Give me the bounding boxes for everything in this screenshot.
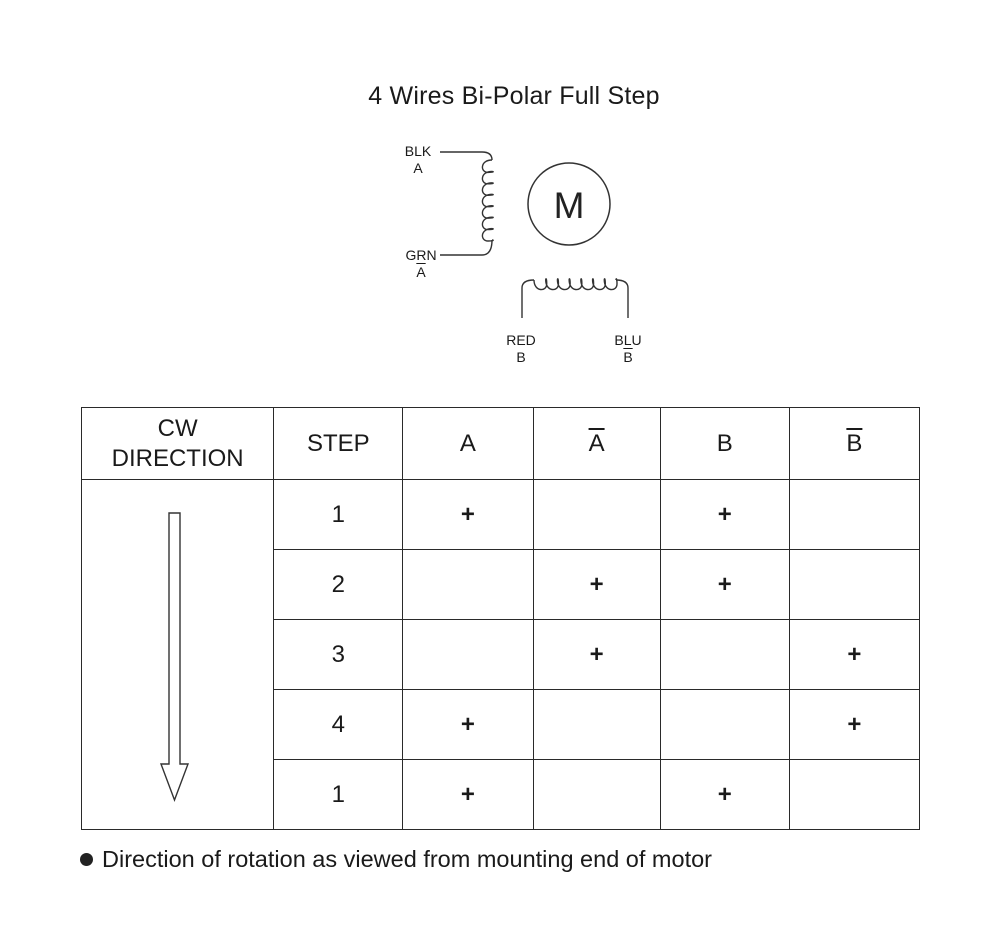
col-a-bar-header: A <box>532 407 661 480</box>
direction-cell <box>80 479 275 830</box>
direction-header: CW DIRECTION <box>80 407 275 480</box>
footnote-text: Direction of rotation as viewed from mou… <box>102 846 712 872</box>
a-bar-cell <box>532 479 661 550</box>
step-header: STEP <box>273 407 404 480</box>
table-row: 1 + + <box>80 479 921 830</box>
a-cell: + <box>402 689 534 760</box>
a-bar-cell <box>532 689 661 760</box>
b-bar-cell <box>788 549 921 620</box>
table-header-row: CW DIRECTION STEP A A B B <box>80 407 921 480</box>
col-b-bar-header: B <box>788 407 921 480</box>
red-label: RED B <box>506 332 536 365</box>
b-bar-cell <box>788 759 921 830</box>
step-cell: 1 <box>273 479 404 550</box>
b-cell: + <box>659 479 790 550</box>
a-bar-cell: + <box>532 619 661 690</box>
blk-label: BLK A <box>404 143 432 176</box>
col-a-header: A <box>402 407 534 480</box>
blu-lead <box>615 279 629 318</box>
table-row: 3 + + <box>82 619 921 690</box>
coil-a-top <box>481 151 493 161</box>
a-cell <box>402 549 534 620</box>
grn-label: GRN A <box>405 247 437 280</box>
a-cell: + <box>402 759 534 830</box>
table-row: 1 + + <box>82 759 921 830</box>
col-b-header: B <box>659 407 790 480</box>
b-cell <box>659 619 790 690</box>
a-bar-cell <box>532 759 661 830</box>
b-cell: + <box>659 759 790 830</box>
step-cell: 2 <box>273 549 404 620</box>
motor-label: M <box>554 185 585 226</box>
b-bar-cell: + <box>788 689 921 760</box>
step-cell: 1 <box>273 759 404 830</box>
bullet-icon <box>80 853 93 866</box>
a-cell <box>402 619 534 690</box>
b-cell: + <box>659 549 790 620</box>
coil-a-winding <box>481 159 494 242</box>
motor-circle <box>527 162 611 246</box>
footnote: Direction of rotation as viewed from mou… <box>80 846 712 873</box>
b-bar-cell: + <box>788 619 921 690</box>
step-cell: 3 <box>273 619 404 690</box>
table-row: 4 + + <box>82 689 921 760</box>
table-row: 2 + + <box>82 549 921 620</box>
step-cell: 4 <box>273 689 404 760</box>
b-cell <box>659 689 790 760</box>
a-cell: + <box>402 479 534 550</box>
step-sequence-table: CW DIRECTION STEP A A B B 1 + + 2 + + 3 … <box>80 407 921 830</box>
diagram-title: 4 Wires Bi-Polar Full Step <box>368 82 660 110</box>
red-lead <box>521 279 535 318</box>
coil-b-winding <box>533 278 618 291</box>
a-bar-cell: + <box>532 549 661 620</box>
b-bar-cell <box>788 479 921 550</box>
coil-a-bottom <box>481 239 493 256</box>
blu-label: BLU B <box>614 332 642 365</box>
